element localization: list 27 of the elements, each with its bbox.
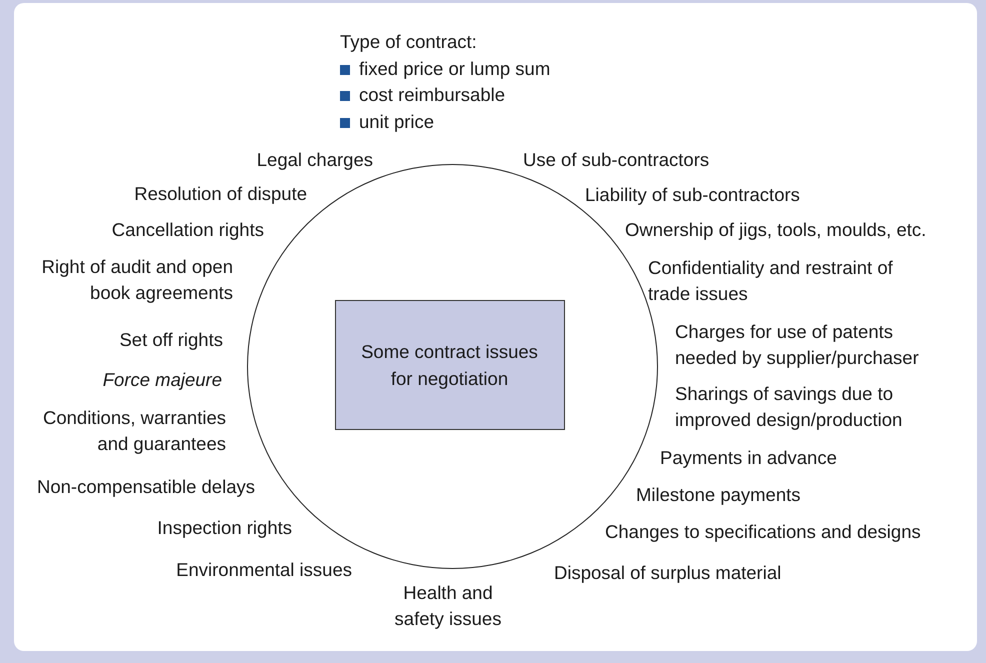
issue-label: Set off rights bbox=[118, 328, 223, 352]
issue-label: Charges for use of patents needed by supplier/purchaser bbox=[675, 320, 920, 370]
issue-label: Conditions, warranties and guarantees bbox=[42, 406, 226, 456]
issue-label: Confidentiality and restraint of trade issues bbox=[648, 256, 894, 306]
issue-label: Milestone payments bbox=[636, 483, 802, 507]
issue-label: Force majeure bbox=[102, 368, 222, 392]
issue-label: Cancellation rights bbox=[110, 218, 264, 242]
issue-label: Right of audit and open book agreements bbox=[40, 255, 233, 305]
issue-label: Legal charges bbox=[256, 148, 373, 172]
topic-text: Some contract issues for negotiation bbox=[360, 340, 539, 391]
issue-label: Liability of sub-contractors bbox=[585, 183, 801, 207]
bullet-item: unit price bbox=[359, 110, 436, 134]
issue-label: Environmental issues bbox=[175, 558, 352, 582]
issue-label: Disposal of surplus material bbox=[554, 561, 782, 585]
issue-label: Non-compensatible delays bbox=[36, 475, 255, 499]
bullet-item: cost reimbursable bbox=[359, 83, 506, 107]
topic-box bbox=[334, 300, 564, 430]
issue-label: Changes to specifications and designs bbox=[605, 520, 922, 544]
issue-label: Use of sub-contractors bbox=[523, 148, 710, 172]
issue-label: Health and safety issues bbox=[394, 581, 502, 631]
list-heading: Type of contract: bbox=[340, 30, 478, 54]
issue-label: Payments in advance bbox=[660, 446, 838, 470]
bullet-item: fixed price or lump sum bbox=[359, 57, 552, 81]
issue-label: Ownership of jigs, tools, moulds, etc. bbox=[625, 218, 928, 242]
issue-label: Resolution of dispute bbox=[133, 182, 307, 206]
issue-label: Inspection rights bbox=[156, 516, 292, 540]
issue-label: Sharings of savings due to improved design/production bbox=[675, 382, 904, 432]
